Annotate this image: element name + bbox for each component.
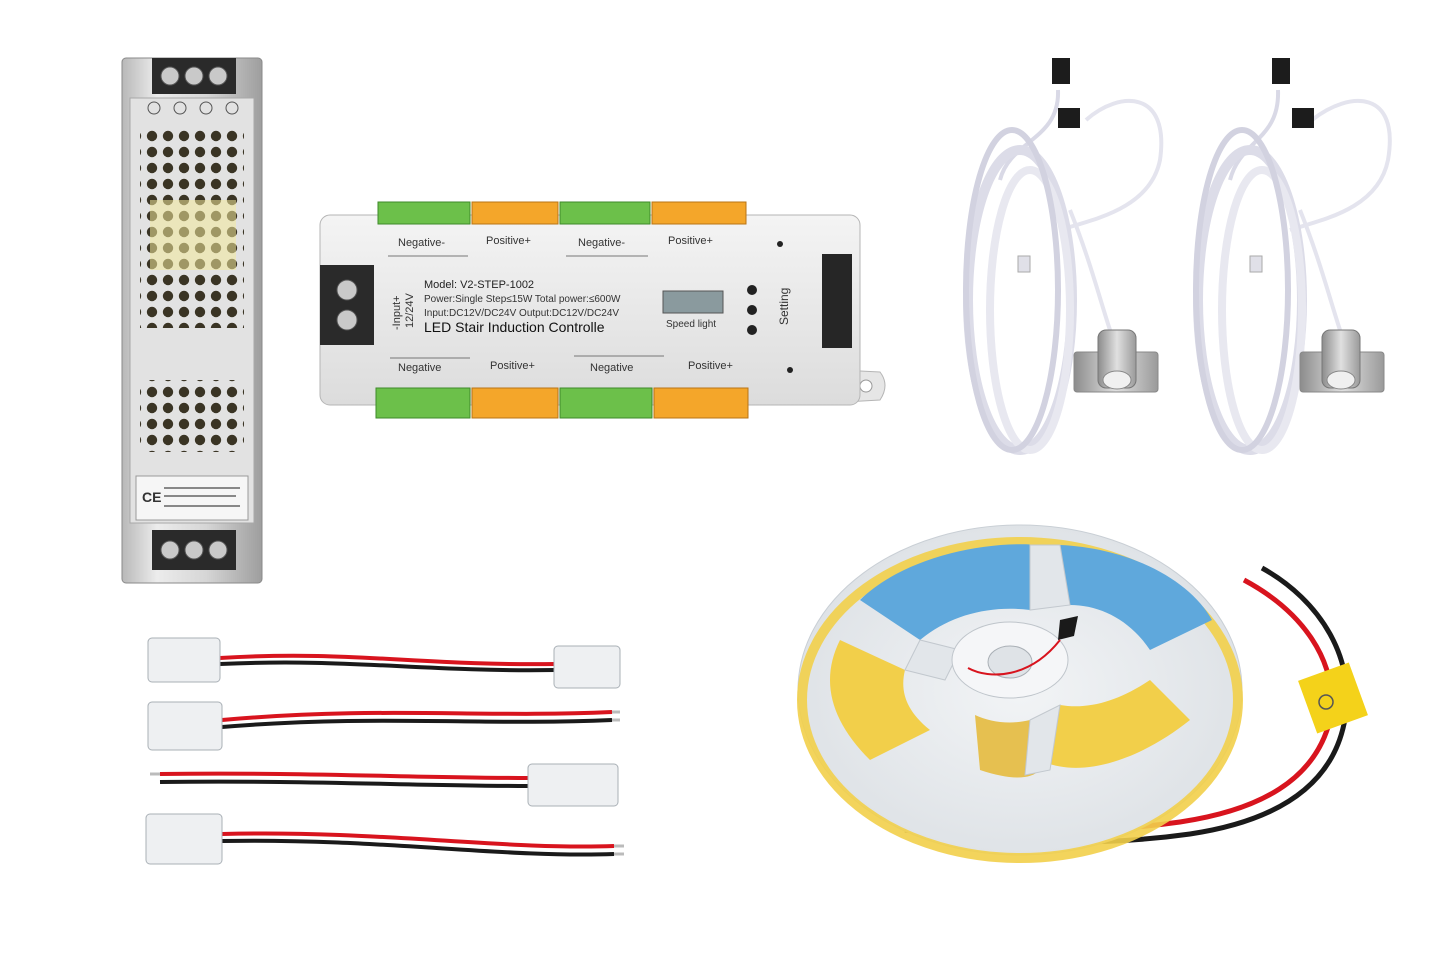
- psu-upper-vent: [140, 128, 244, 328]
- motion-sensor-left: [963, 58, 1164, 455]
- stair-controller: Negative- Positive+ Negative- Positive+ …: [319, 201, 886, 419]
- top-label-4: Positive+: [668, 235, 713, 247]
- bottom-label-3: Negative: [590, 362, 633, 374]
- controller-bottom-terminals: [375, 387, 749, 419]
- psu-bottom-terminal: [152, 530, 236, 570]
- bottom-label-1: Negative: [398, 362, 441, 374]
- input-voltage: 12/24V: [404, 292, 416, 328]
- connector-cable-2: [147, 701, 620, 751]
- sensor-port: [822, 254, 852, 348]
- speed-display: [662, 290, 724, 314]
- connector-cable-1: [147, 637, 621, 689]
- setting-button-3[interactable]: [747, 325, 757, 335]
- top-label-3: Negative-: [578, 237, 625, 249]
- psu-top-terminal: [152, 58, 236, 94]
- psu-spec-label: CE: [135, 475, 249, 521]
- input-terminal: [320, 265, 374, 345]
- speed-label: Speed light: [666, 319, 716, 330]
- model-text: Model: V2-STEP-1002: [424, 279, 534, 291]
- io-text: Input:DC12V/DC24V Output:DC12V/DC24V: [424, 308, 619, 319]
- input-label: -Input+: [391, 295, 403, 330]
- controller-top-terminals: [377, 201, 747, 225]
- psu-lower-vent: [140, 380, 244, 452]
- connector-cable-3: [150, 763, 619, 807]
- power-supply: CE: [121, 57, 263, 584]
- top-label-1: Negative-: [398, 237, 445, 249]
- bottom-label-4: Positive+: [688, 360, 733, 372]
- strip-yellow-tag: [1298, 662, 1368, 734]
- setting-button-1[interactable]: [747, 285, 757, 295]
- top-label-2: Positive+: [486, 235, 531, 247]
- led-strip-reel: [797, 524, 1368, 863]
- setting-label: Setting: [777, 288, 791, 325]
- motion-sensor-right: [1193, 58, 1392, 455]
- connector-cable-4: [145, 813, 624, 865]
- power-text: Power:Single Step≤15W Total power:≤600W: [424, 294, 621, 305]
- ce-mark: CE: [142, 489, 161, 505]
- psu-terminal-symbols: [147, 101, 239, 115]
- bottom-label-2: Positive+: [490, 360, 535, 372]
- setting-button-2[interactable]: [747, 305, 757, 315]
- controller-title: LED Stair Induction Controlle: [424, 319, 605, 335]
